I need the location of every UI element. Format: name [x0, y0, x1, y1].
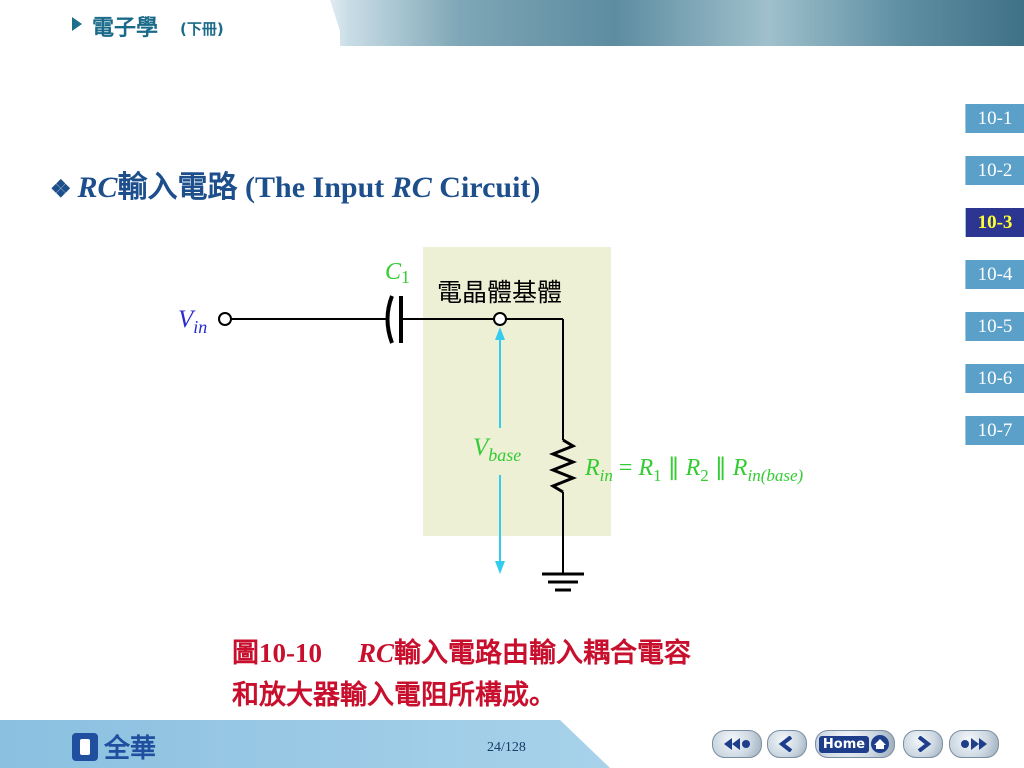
resistor-symbol — [548, 438, 578, 494]
caption-rc: RC — [358, 638, 395, 668]
last-page-button[interactable] — [949, 730, 999, 758]
rin-equation: Rin = R1 ∥ R2 ∥ Rin(base) — [584, 455, 804, 485]
first-page-button[interactable] — [712, 730, 762, 758]
nav-item-10-7[interactable]: 10-7 — [965, 416, 1024, 445]
title-en-2: Circuit) — [431, 171, 541, 204]
play-arrow-icon — [72, 17, 82, 31]
title-zh: 輸入電路 — [117, 171, 238, 204]
c1-label: C1 — [385, 259, 410, 287]
transistor-base-box — [423, 247, 611, 536]
logo-text: 全華 — [104, 734, 157, 764]
vin-terminal — [218, 312, 232, 326]
fast-forward-icon — [961, 738, 987, 750]
nav-item-10-4[interactable]: 10-4 — [965, 260, 1024, 289]
page-number: 24/128 — [487, 740, 526, 755]
chevron-left-icon — [778, 736, 793, 752]
home-button[interactable]: Home — [815, 730, 895, 758]
caption-fig: 圖 — [232, 638, 259, 669]
logo-icon — [72, 732, 98, 761]
next-page-button[interactable] — [903, 730, 943, 758]
vbase-arrowhead-up — [495, 327, 505, 340]
rewind-icon — [724, 738, 750, 750]
capacitor-plate-curved — [385, 295, 394, 344]
vbase-arrowhead-down — [495, 561, 505, 574]
chevron-right-icon — [917, 736, 932, 752]
caption-line-2: 和放大器輸入電阻所構成。 — [232, 680, 556, 711]
nav-item-10-6[interactable]: 10-6 — [965, 364, 1024, 393]
publisher-logo: 全華 — [72, 728, 156, 765]
title-en-1: (The Input — [237, 171, 392, 204]
figure-caption: 圖10-10 RC輸入電路由輸入耦合電容 和放大器輸入電阻所構成。 — [232, 632, 852, 717]
footer-band — [0, 720, 610, 768]
base-node — [493, 312, 507, 326]
vin-label: Vin — [178, 306, 207, 337]
home-label: Home — [818, 735, 870, 753]
slide-title: ❖RC輸入電路 (The Input RC Circuit) — [50, 162, 540, 206]
caption-number: 10-10 — [259, 638, 322, 668]
nav-item-10-3[interactable]: 10-3 — [965, 208, 1024, 237]
nav-item-10-1[interactable]: 10-1 — [965, 104, 1024, 133]
previous-page-button[interactable] — [767, 730, 807, 758]
title-rc: RC — [77, 171, 118, 204]
header-white-area — [0, 0, 340, 46]
box-label: 電晶體基體 — [437, 278, 562, 307]
nav-item-10-2[interactable]: 10-2 — [965, 156, 1024, 185]
home-icon — [871, 735, 890, 753]
vbase-label: Vbase — [473, 434, 521, 465]
caption-line1-rest: 輸入電路由輸入耦合電容 — [394, 638, 692, 669]
title-rc-2: RC — [391, 171, 432, 204]
diamond-bullet-icon: ❖ — [50, 177, 72, 203]
nav-item-10-5[interactable]: 10-5 — [965, 312, 1024, 341]
book-subtitle: (下冊) — [180, 20, 224, 38]
book-title: 電子學 — [92, 16, 159, 41]
caption-line-1: 圖10-10 RC輸入電路由輸入耦合電容 — [232, 632, 852, 675]
